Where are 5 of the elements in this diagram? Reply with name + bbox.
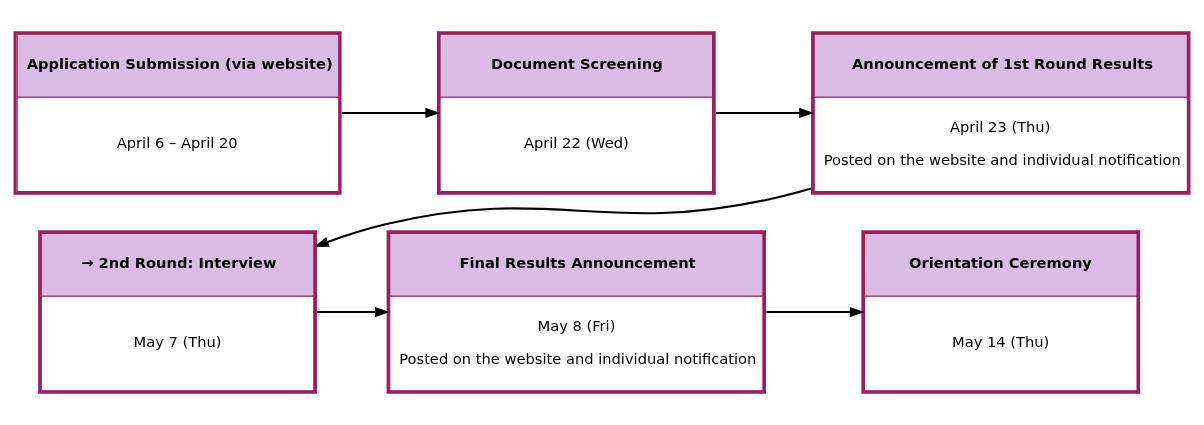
arrow (314, 187, 812, 247)
arrow (341, 107, 441, 119)
arrow (317, 306, 390, 318)
arrow (766, 306, 865, 318)
arrow (715, 107, 814, 119)
